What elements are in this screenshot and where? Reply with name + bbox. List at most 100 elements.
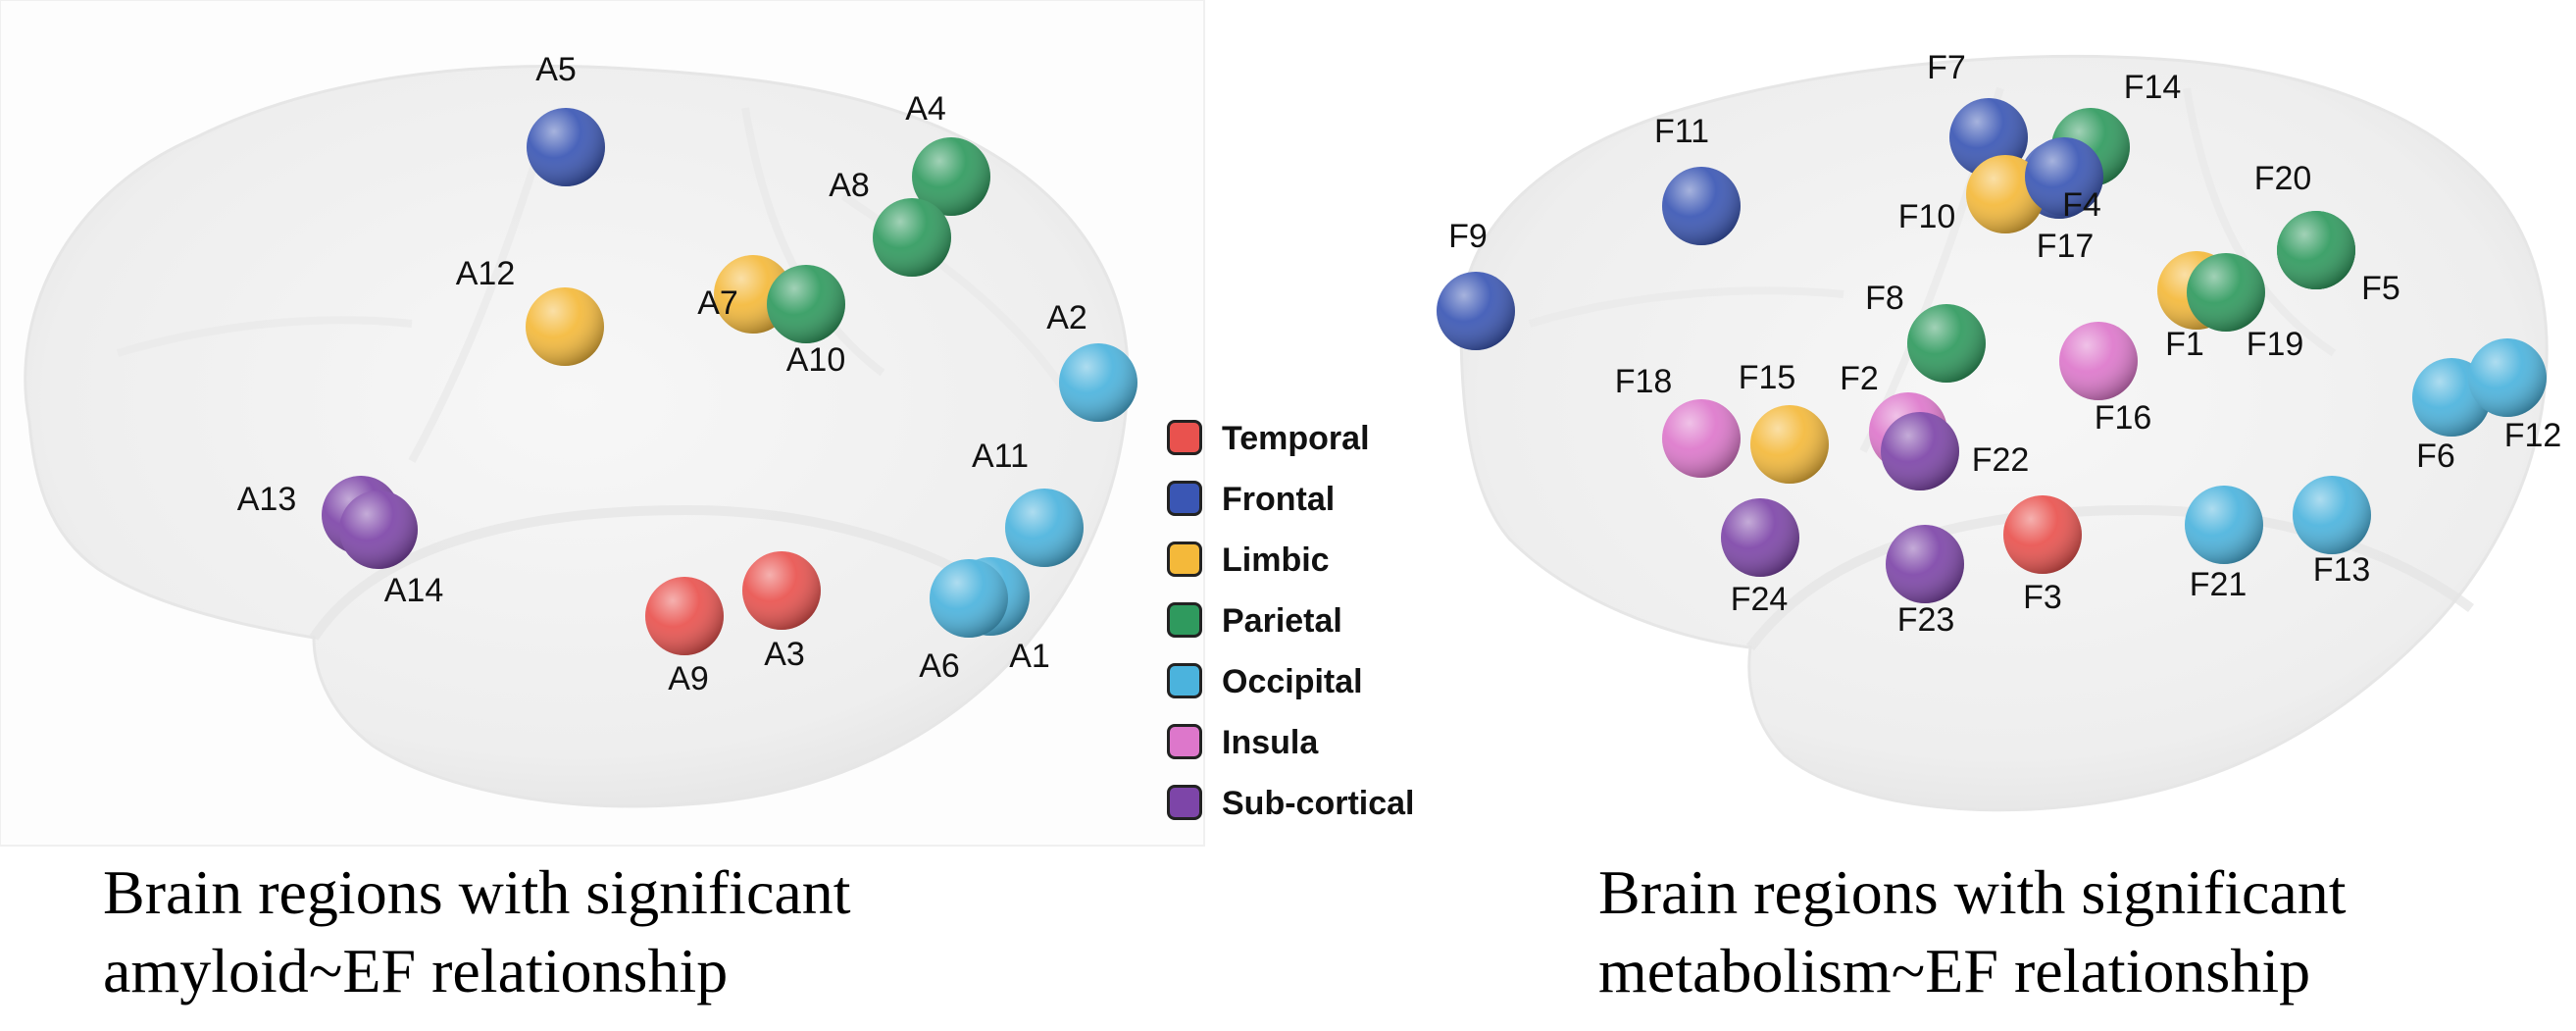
sphere-shading bbox=[2185, 486, 2263, 564]
region-node-f21 bbox=[2185, 486, 2263, 564]
nodes-layer: A1A2A3A4A5A6A7A8A9A10A11A12A13A14F1F2F3F… bbox=[237, 49, 2562, 697]
region-node-a10 bbox=[767, 265, 845, 343]
legend-swatch-subcortical bbox=[1167, 785, 1202, 820]
legend-label: Insula bbox=[1222, 724, 1319, 761]
region-node-f22 bbox=[1881, 412, 1959, 490]
region-node-f12 bbox=[2468, 338, 2547, 417]
region-node-a3 bbox=[742, 551, 821, 630]
region-label-f4: F4 bbox=[2062, 186, 2101, 224]
region-label-f24: F24 bbox=[1731, 581, 1789, 618]
region-label-f20: F20 bbox=[2254, 160, 2312, 197]
region-label-a14: A14 bbox=[384, 572, 444, 609]
region-node-a11 bbox=[1005, 489, 1084, 567]
legend-swatch-limbic bbox=[1167, 541, 1202, 577]
region-label-f18: F18 bbox=[1615, 363, 1673, 400]
region-label-f19: F19 bbox=[2247, 326, 2304, 363]
region-label-f15: F15 bbox=[1739, 359, 1796, 396]
region-label-a11: A11 bbox=[972, 438, 1029, 475]
region-label-f17: F17 bbox=[2037, 228, 2095, 265]
region-node-f16 bbox=[2059, 322, 2138, 400]
legend-label: Limbic bbox=[1222, 541, 1330, 579]
sphere-shading bbox=[912, 137, 990, 216]
sphere-shading bbox=[2277, 211, 2355, 289]
sphere-shading bbox=[2187, 253, 2265, 332]
sphere-shading bbox=[339, 490, 418, 569]
region-node-a9 bbox=[645, 577, 724, 655]
region-label-a4: A4 bbox=[905, 90, 946, 128]
caption-line: metabolism~EF relationship bbox=[1598, 936, 2311, 1005]
region-label-f7: F7 bbox=[1927, 49, 1966, 86]
legend-swatch-frontal bbox=[1167, 481, 1202, 516]
sphere-shading bbox=[1907, 304, 1986, 383]
region-label-f16: F16 bbox=[2095, 399, 2152, 437]
sphere-shading bbox=[1886, 525, 1964, 603]
sphere-shading bbox=[1662, 399, 1741, 478]
region-label-a10: A10 bbox=[786, 341, 846, 379]
region-label-f13: F13 bbox=[2313, 551, 2371, 589]
legend-swatch-parietal bbox=[1167, 602, 1202, 638]
region-label-f14: F14 bbox=[2124, 69, 2182, 106]
region-node-f10 bbox=[1966, 155, 2045, 233]
sphere-shading bbox=[930, 559, 1008, 638]
region-label-f22: F22 bbox=[1972, 441, 2030, 479]
legend-label: Parietal bbox=[1222, 602, 1342, 640]
sphere-shading bbox=[2293, 476, 2371, 554]
sphere-shading bbox=[2059, 322, 2138, 400]
region-label-a3: A3 bbox=[764, 636, 805, 673]
region-node-f13 bbox=[2293, 476, 2371, 554]
region-label-a7: A7 bbox=[697, 284, 738, 322]
legend-label: Frontal bbox=[1222, 481, 1336, 518]
legend-swatch-temporal bbox=[1167, 420, 1202, 455]
region-node-f18 bbox=[1662, 399, 1741, 478]
region-label-a2: A2 bbox=[1046, 299, 1087, 336]
sphere-shading bbox=[1437, 272, 1515, 350]
region-node-a5 bbox=[527, 108, 605, 186]
region-node-f3 bbox=[2003, 495, 2082, 574]
sphere-shading bbox=[1005, 489, 1084, 567]
region-label-f6: F6 bbox=[2416, 438, 2455, 475]
legend-label: Sub-cortical bbox=[1222, 785, 1415, 822]
region-label-a1: A1 bbox=[1009, 638, 1050, 675]
region-label-f3: F3 bbox=[2023, 579, 2062, 616]
region-label-a8: A8 bbox=[829, 167, 870, 204]
region-label-f10: F10 bbox=[1898, 198, 1956, 235]
sphere-shading bbox=[527, 108, 605, 186]
caption-line: Brain regions with significant bbox=[103, 857, 851, 927]
caption-line: amyloid~EF relationship bbox=[103, 936, 729, 1005]
region-label-f12: F12 bbox=[2504, 417, 2562, 454]
sphere-shading bbox=[1966, 155, 2045, 233]
region-label-a12: A12 bbox=[456, 255, 516, 292]
sphere-shading bbox=[1750, 405, 1829, 484]
region-node-a2 bbox=[1059, 343, 1137, 422]
legend-swatch-insula bbox=[1167, 724, 1202, 759]
region-node-f24 bbox=[1721, 498, 1799, 577]
left-brain-silhouette bbox=[24, 65, 1130, 808]
region-node-f20 bbox=[2277, 211, 2355, 289]
sphere-shading bbox=[1721, 498, 1799, 577]
sphere-shading bbox=[2025, 137, 2103, 216]
sphere-shading bbox=[767, 265, 845, 343]
region-node-f17 bbox=[2025, 137, 2103, 216]
sphere-shading bbox=[873, 198, 951, 277]
sphere-shading bbox=[742, 551, 821, 630]
region-label-f9: F9 bbox=[1448, 218, 1488, 255]
region-node-f8 bbox=[1907, 304, 1986, 383]
region-node-f11 bbox=[1662, 167, 1741, 245]
region-label-a5: A5 bbox=[535, 51, 577, 88]
region-node-f15 bbox=[1750, 405, 1829, 484]
right-panel-caption: Brain regions with significant metabolis… bbox=[1598, 853, 2347, 1010]
region-node-a6 bbox=[930, 559, 1008, 638]
caption-line: Brain regions with significant bbox=[1598, 857, 2347, 927]
sphere-shading bbox=[645, 577, 724, 655]
legend-label: Temporal bbox=[1222, 420, 1370, 457]
region-node-f23 bbox=[1886, 525, 1964, 603]
region-node-a8 bbox=[873, 198, 951, 277]
region-label-f8: F8 bbox=[1865, 280, 1904, 317]
sphere-shading bbox=[2468, 338, 2547, 417]
region-label-f21: F21 bbox=[2190, 566, 2248, 603]
region-label-a9: A9 bbox=[668, 660, 709, 697]
region-node-f19 bbox=[2187, 253, 2265, 332]
region-label-a13: A13 bbox=[237, 481, 297, 518]
sphere-shading bbox=[2003, 495, 2082, 574]
